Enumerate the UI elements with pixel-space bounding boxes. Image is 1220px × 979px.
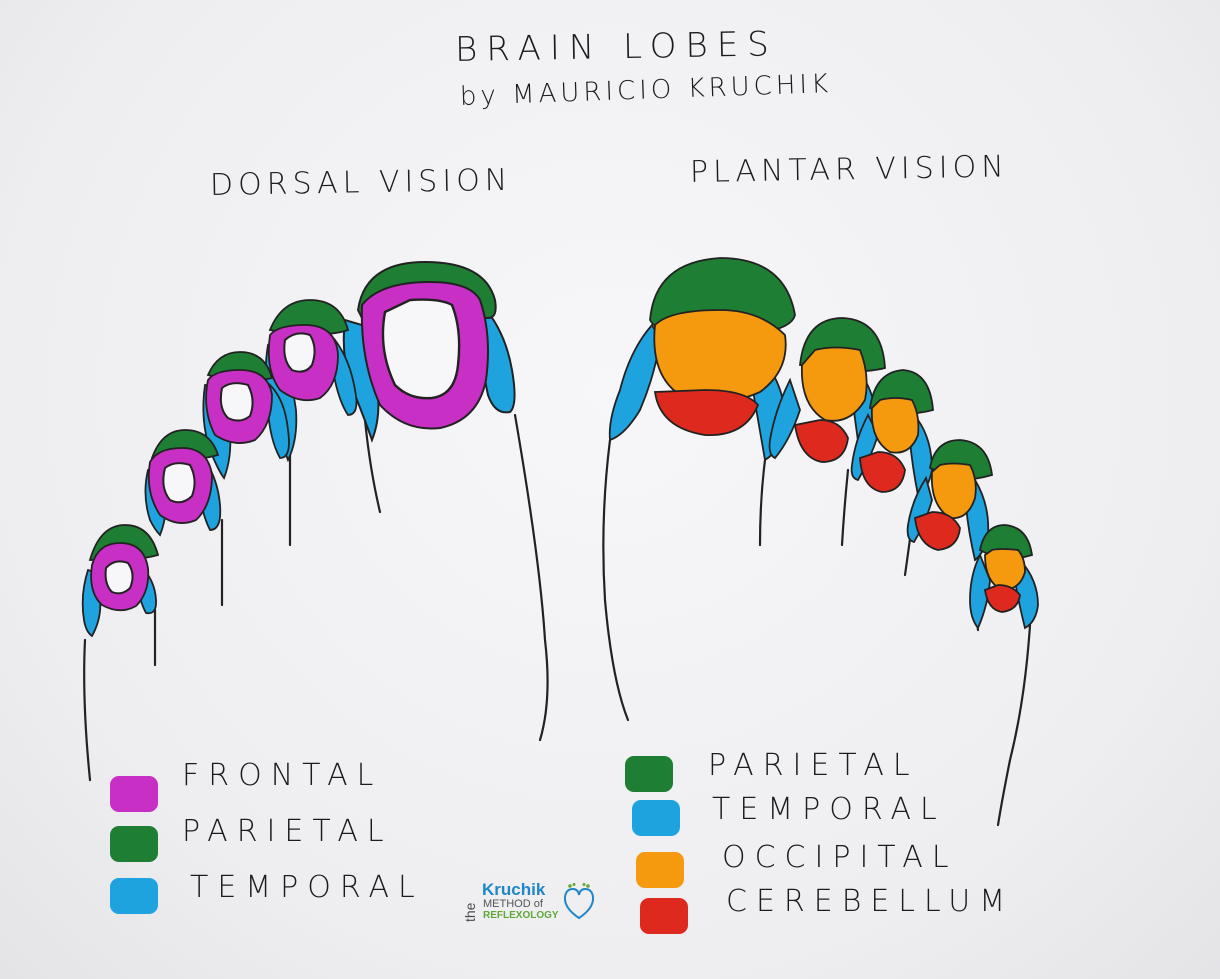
dorsal-toe-line — [363, 418, 382, 514]
legend-swatch-cerebellum — [640, 898, 688, 934]
feet-heart-icon — [563, 883, 595, 920]
plantar-toe-4 — [906, 439, 993, 562]
legend-swatch-parietal — [625, 756, 673, 792]
dorsal-toe-5 — [81, 524, 160, 638]
plantar-toe-line — [758, 458, 767, 547]
legend-label-occipital: OCCIPITAL — [722, 840, 958, 875]
dorsal-toe-1 — [342, 260, 516, 443]
plantar-toe-3 — [850, 369, 934, 497]
legend-swatch-parietal — [110, 826, 158, 862]
legend-label-parietal: PARIETAL — [708, 748, 919, 783]
logo-reflexology-text: REFLEXOLOGY — [483, 910, 559, 921]
logo-brand-text: Kruchik — [482, 880, 546, 899]
legend-swatch-temporal — [632, 800, 680, 836]
plantar-toe-1 — [608, 257, 796, 462]
dorsal-foot-outline-right — [513, 413, 549, 742]
legend-swatch-frontal — [110, 776, 158, 812]
logo-method-text: METHOD of — [483, 898, 543, 910]
legend-label-parietal: PARIETAL — [182, 814, 393, 849]
plantar-toe-5 — [969, 524, 1039, 630]
dorsal-foot — [83, 413, 549, 782]
legend-swatch-temporal — [110, 878, 158, 914]
legend-label-temporal: TEMPORAL — [712, 792, 946, 827]
plantar-foot-outline-right — [996, 623, 1032, 827]
logo-the-text: the — [462, 902, 478, 922]
legend-label-cerebellum: CEREBELLUM — [726, 884, 1015, 919]
legend-label-temporal: TEMPORAL — [190, 870, 424, 905]
plantar-foot-outline-left — [602, 438, 630, 722]
plantar-toe-line — [840, 468, 850, 547]
kruchik-method-logo: the Kruchik METHOD of REFLEXOLOGY — [462, 878, 602, 926]
dorsal-toe-3 — [202, 351, 290, 480]
legend-label-frontal: FRONTAL — [182, 758, 383, 793]
dorsal-foot-outline-left — [83, 638, 92, 782]
legend-swatch-occipital — [636, 852, 684, 888]
dorsal-toe-4 — [144, 429, 222, 537]
